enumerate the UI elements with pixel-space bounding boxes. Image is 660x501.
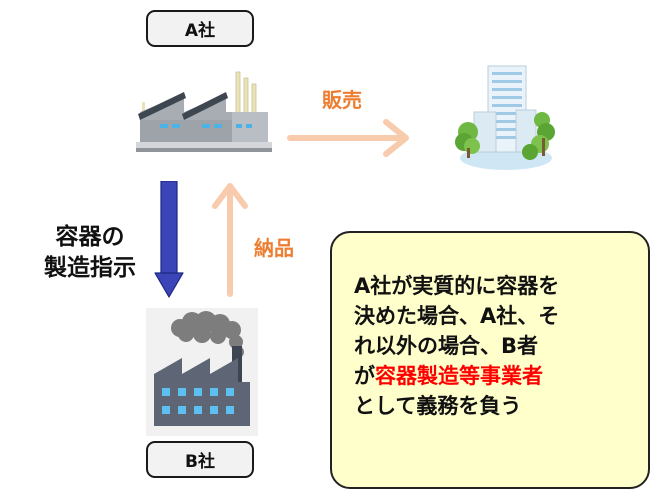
smoking-factory-icon [146, 308, 258, 436]
sales-label: 販売 [322, 88, 362, 112]
company-a-label-text: A社 [184, 21, 216, 41]
note-highlight: 容器製造等事業者 [375, 364, 543, 388]
note-box: A社が実質的に容器を 決めた場合、A社、そ れ以外の場合、B者 が容器製造等事業… [330, 231, 650, 489]
factory-icon [136, 71, 272, 152]
instruction-arrow [154, 181, 184, 298]
note-line-3: れ以外の場合、B者 [354, 334, 539, 358]
instruction-line-1: 容器の [55, 224, 125, 250]
note-line-1: A社が実質的に容器を [354, 274, 560, 298]
note-line-2: 決めた場合、A社、そ [354, 304, 560, 328]
instruction-line-2: 製造指示 [44, 255, 136, 281]
instruction-label: 容器の 製造指示 [30, 222, 150, 284]
sales-arrow [287, 119, 409, 157]
note-line-4: が容器製造等事業者 [354, 361, 634, 391]
delivery-arrow [212, 183, 248, 297]
company-b-label: B社 [146, 441, 254, 478]
office-building-icon [455, 65, 555, 170]
delivery-label: 納品 [254, 236, 294, 260]
note-line-4-prefix: が [354, 364, 375, 388]
company-b-label-text: B社 [185, 452, 215, 472]
note-line-5: として義務を負う [354, 394, 522, 418]
company-a-label: A社 [146, 10, 254, 47]
